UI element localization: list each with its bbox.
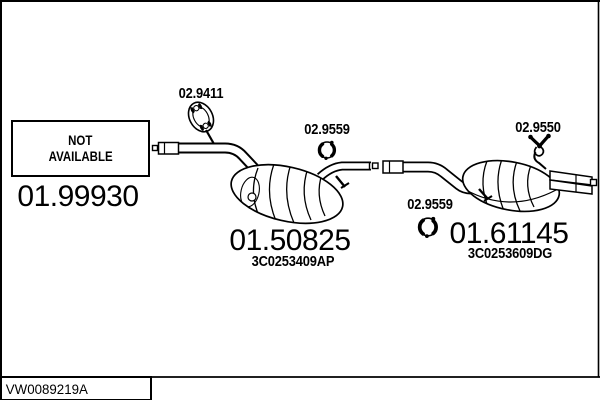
not-available-line1: NOT xyxy=(68,132,93,148)
drawing-code-box: VW0089219A xyxy=(0,376,152,400)
not-available-box: NOT AVAILABLE xyxy=(11,120,150,177)
part-number-front: 01.99930 xyxy=(17,180,139,213)
not-available-line2: AVAILABLE xyxy=(48,148,113,164)
drawing-code: VW0089219A xyxy=(5,380,88,397)
mid-connector xyxy=(368,160,404,174)
label-rubber-hanger: 02.9550 xyxy=(515,119,561,136)
part-number-center-muffler: 01.50825 xyxy=(229,224,351,257)
oem-ref-center-muffler: 3C0253409AP xyxy=(251,253,335,270)
front-connector xyxy=(151,141,180,155)
center-muffler-shape xyxy=(230,163,344,225)
flange-gasket-icon xyxy=(187,101,215,145)
hanger-pin-rear xyxy=(478,188,493,202)
oem-ref-rear-muffler: 3C0253609DG xyxy=(467,245,553,262)
mid-pipe xyxy=(316,161,371,181)
tail-pipes xyxy=(549,170,598,195)
label-flange-gasket: 02.9411 xyxy=(178,85,224,102)
rubber-hanger-icon xyxy=(528,133,551,170)
clamp-icon-mid xyxy=(317,139,337,162)
front-pipe xyxy=(179,142,263,176)
part-number-rear-muffler: 01.61145 xyxy=(449,217,569,250)
hanger-pin-center xyxy=(335,175,350,189)
label-clamp-rear: 02.9559 xyxy=(407,196,453,213)
label-clamp-mid: 02.9559 xyxy=(304,121,350,138)
